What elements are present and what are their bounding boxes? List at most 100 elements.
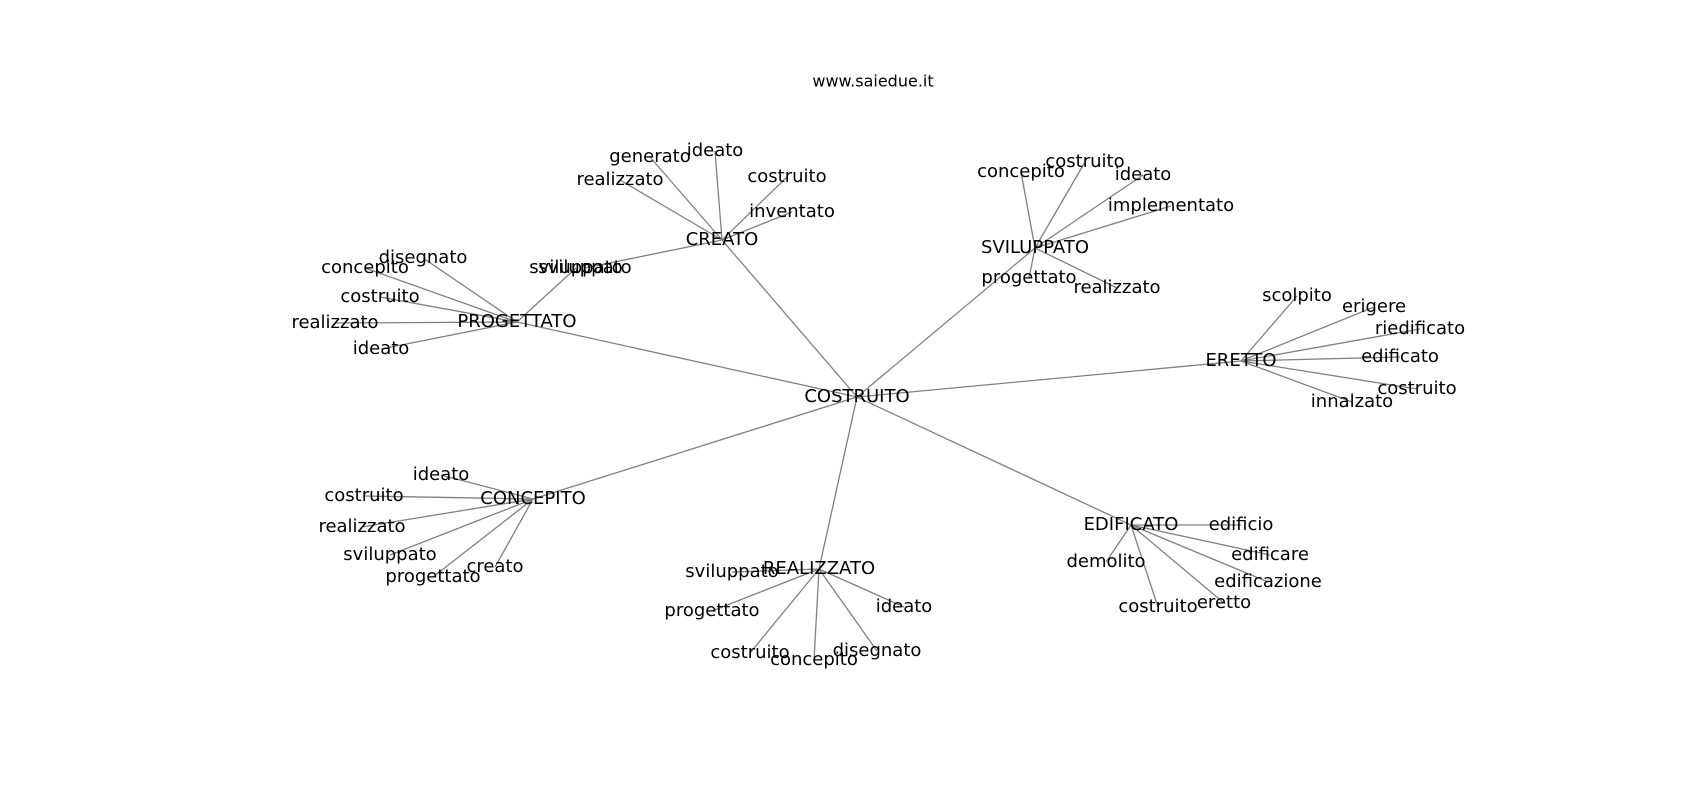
leaf-node-progettato-sviluppato: sviluppato	[529, 257, 622, 278]
edge-concepito-ideato	[440, 474, 534, 500]
leaf-node-sviluppato-costruito: costruito	[1045, 151, 1124, 172]
leaf-node-creato-inventato: inventato	[749, 201, 835, 222]
edge-concepito-sviluppato	[389, 498, 534, 556]
edge-sviluppato-progettato	[1028, 247, 1036, 279]
edge-realizzato-costruito	[749, 568, 820, 654]
leaf-node-sviluppato-concepito: concepito	[977, 161, 1065, 182]
leaf-node-edificato-edificio: edificio	[1209, 514, 1274, 535]
leaf-node-sviluppato-progettato: progettato	[981, 267, 1076, 288]
edge-concepito-progettato	[432, 498, 534, 578]
leaf-node-concepito-realizzato: realizzato	[318, 516, 405, 537]
edges-layer	[334, 150, 1421, 661]
edge-realizzato-disegnato	[818, 568, 878, 652]
leaf-node-creato-costruito: costruito	[747, 166, 826, 187]
leaf-node-progettato-concepito: concepito	[321, 257, 409, 278]
edge-edificato-edificazione	[1130, 524, 1269, 583]
edge-concepito-creato	[494, 498, 534, 568]
edge-center-eretto	[856, 360, 1242, 398]
leaf-node-creato-sviluppato: sviluppato	[538, 257, 631, 278]
leaf-node-creato-realizzato: realizzato	[576, 169, 663, 190]
leaf-node-realizzato-ideato: ideato	[876, 596, 933, 617]
edge-realizzato-sviluppato	[731, 568, 820, 573]
leaf-node-progettato-costruito: costruito	[340, 286, 419, 307]
edge-sviluppato-realizzato	[1034, 247, 1118, 289]
leaf-node-eretto-costruito: costruito	[1377, 378, 1456, 399]
leaf-node-edificato-costruito: costruito	[1118, 596, 1197, 617]
leaf-node-eretto-innalzato: innalzato	[1311, 391, 1393, 412]
edge-eretto-riedificato	[1240, 328, 1421, 362]
edge-sviluppato-implementato	[1034, 205, 1172, 249]
edge-realizzato-ideato	[818, 568, 905, 608]
hub-node-concepito: CONCEPITO	[480, 488, 585, 509]
edge-eretto-innalzato	[1240, 360, 1353, 403]
leaf-node-eretto-edificato: edificato	[1361, 346, 1439, 367]
leaf-node-realizzato-progettato: progettato	[664, 600, 759, 621]
labels-layer: COSTRUITOPROGETTATOdisegnatoconcepitocos…	[291, 140, 1465, 670]
leaf-node-progettato-ideato: ideato	[353, 338, 410, 359]
edge-creato-inventato	[721, 211, 793, 241]
edge-edificato-eretto	[1130, 524, 1225, 604]
edge-concepito-costruito	[363, 495, 534, 500]
leaf-node-eretto-riedificato: riedificato	[1375, 318, 1465, 339]
edge-edificato-demolito	[1105, 524, 1132, 563]
hub-node-creato: CREATO	[686, 229, 759, 250]
leaf-node-realizzato-disegnato: disegnato	[833, 640, 922, 661]
leaf-node-concepito-creato: creato	[466, 556, 523, 577]
leaf-node-realizzato-sviluppato: sviluppato	[685, 561, 778, 582]
leaf-node-eretto-erigere: erigere	[1342, 296, 1406, 317]
leaf-node-creato-generato: generato	[609, 146, 690, 167]
edge-center-creato	[721, 239, 858, 398]
leaf-node-concepito-sviluppato: sviluppato	[343, 544, 436, 565]
hub-node-edificato: EDIFICATO	[1084, 514, 1179, 535]
leaf-node-concepito-ideato: ideato	[413, 464, 470, 485]
edge-creato-sviluppato	[584, 239, 723, 269]
edge-creato-generato	[649, 156, 723, 241]
edge-progettato-realizzato	[334, 321, 518, 324]
leaf-node-edificato-eretto: eretto	[1197, 592, 1251, 613]
edge-creato-realizzato	[619, 179, 723, 241]
edge-realizzato-progettato	[711, 568, 820, 612]
leaf-node-realizzato-costruito: costruito	[710, 642, 789, 663]
edge-progettato-costruito	[379, 296, 518, 323]
edge-progettato-concepito	[364, 267, 518, 323]
hub-node-sviluppato: SVILUPPATO	[981, 237, 1089, 258]
edge-concepito-realizzato	[361, 498, 534, 528]
hub-node-progettato: PROGETTATO	[457, 311, 576, 332]
edge-edificato-costruito	[1130, 524, 1159, 608]
leaf-node-eretto-scolpito: scolpito	[1262, 285, 1332, 306]
edge-sviluppato-costruito	[1034, 161, 1086, 249]
edge-eretto-erigere	[1240, 306, 1375, 362]
leaf-node-edificato-edificare: edificare	[1231, 544, 1309, 565]
edge-center-realizzato	[818, 396, 858, 570]
edge-center-edificato	[856, 396, 1132, 526]
edge-sviluppato-concepito	[1020, 171, 1036, 249]
edge-eretto-edificato	[1240, 356, 1401, 362]
edge-creato-costruito	[721, 176, 788, 241]
leaf-node-progettato-realizzato: realizzato	[291, 312, 378, 333]
leaf-node-concepito-progettato: progettato	[385, 566, 480, 587]
site-title: www.saiedue.it	[812, 72, 933, 91]
leaf-node-sviluppato-implementato: implementato	[1108, 195, 1234, 216]
leaf-node-edificato-edificazione: edificazione	[1214, 571, 1322, 592]
leaf-node-concepito-costruito: costruito	[324, 485, 403, 506]
hub-node-realizzato: REALIZZATO	[763, 558, 875, 579]
leaf-node-sviluppato-realizzato: realizzato	[1073, 277, 1160, 298]
edge-creato-ideato	[714, 150, 723, 241]
edge-progettato-disegnato	[422, 257, 518, 323]
leaf-node-progettato-disegnato: disegnato	[379, 247, 468, 268]
edge-sviluppato-ideato	[1034, 174, 1144, 249]
leaf-node-edificato-demolito: demolito	[1066, 551, 1145, 572]
center-node-label: COSTRUITO	[804, 386, 909, 407]
edge-edificato-edificare	[1130, 524, 1271, 556]
leaf-node-creato-ideato: ideato	[687, 140, 744, 161]
hub-node-eretto: ERETTO	[1205, 350, 1276, 371]
edge-realizzato-concepito	[813, 568, 820, 661]
leaf-node-sviluppato-ideato: ideato	[1115, 164, 1172, 185]
leaf-node-realizzato-concepito: concepito	[770, 649, 858, 670]
edge-progettato-sviluppato	[516, 267, 577, 323]
edge-center-progettato	[516, 321, 858, 398]
edge-eretto-costruito	[1240, 360, 1418, 390]
edge-center-sviluppato	[856, 247, 1036, 398]
edge-eretto-scolpito	[1240, 295, 1298, 362]
